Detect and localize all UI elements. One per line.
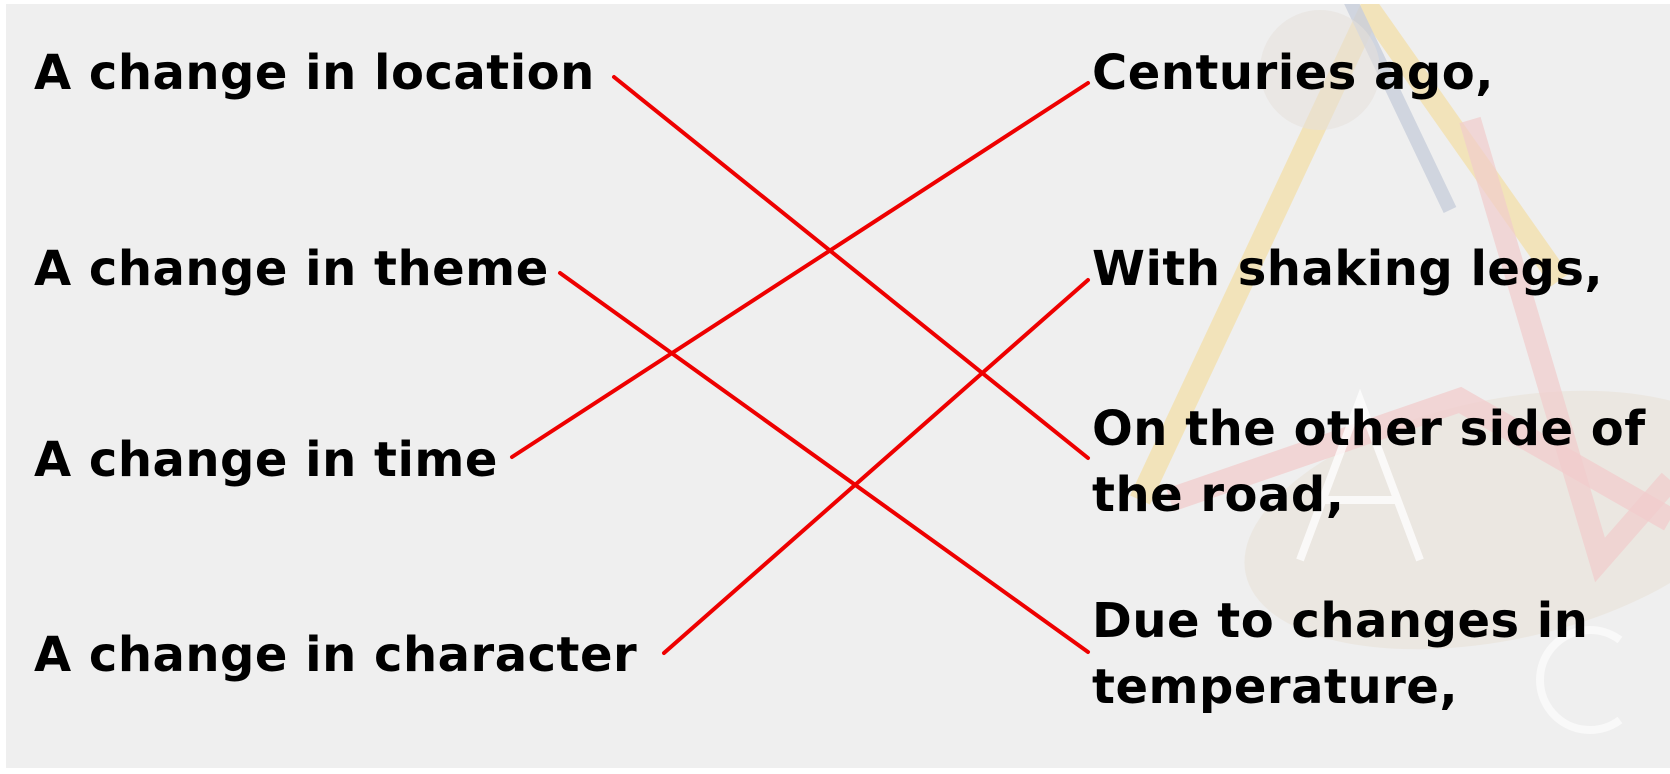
frame-bottom (0, 768, 1670, 774)
letter-c-graphic (1536, 626, 1623, 734)
right-item-other-side-of-road: On the other side of the road, (1092, 401, 1646, 523)
letter-a-graphic (1296, 388, 1424, 562)
ruler-star-graphic-upper (1459, 116, 1670, 583)
connector-character-to-shaking-legs (662, 278, 1090, 655)
ruler-star-graphic (1166, 386, 1670, 531)
left-item-character: A change in character (34, 627, 638, 683)
right-item-shaking-legs: With shaking legs, (1092, 241, 1604, 297)
connector-time-to-centuries (510, 81, 1090, 459)
right-item-temperature: Due to changes in temperature, (1092, 593, 1589, 715)
paper-sheet-graphic (1244, 390, 1670, 650)
frame-left (0, 0, 6, 774)
connector-location-to-road (612, 75, 1090, 460)
left-item-time: A change in time (34, 432, 498, 488)
left-item-theme: A change in theme (34, 241, 549, 297)
right-item-centuries: Centuries ago, (1092, 45, 1494, 101)
connector-theme-to-temperature (558, 271, 1090, 654)
frame-top (0, 0, 1670, 4)
finger-graphic (1260, 10, 1380, 130)
left-item-location: A change in location (34, 45, 595, 101)
